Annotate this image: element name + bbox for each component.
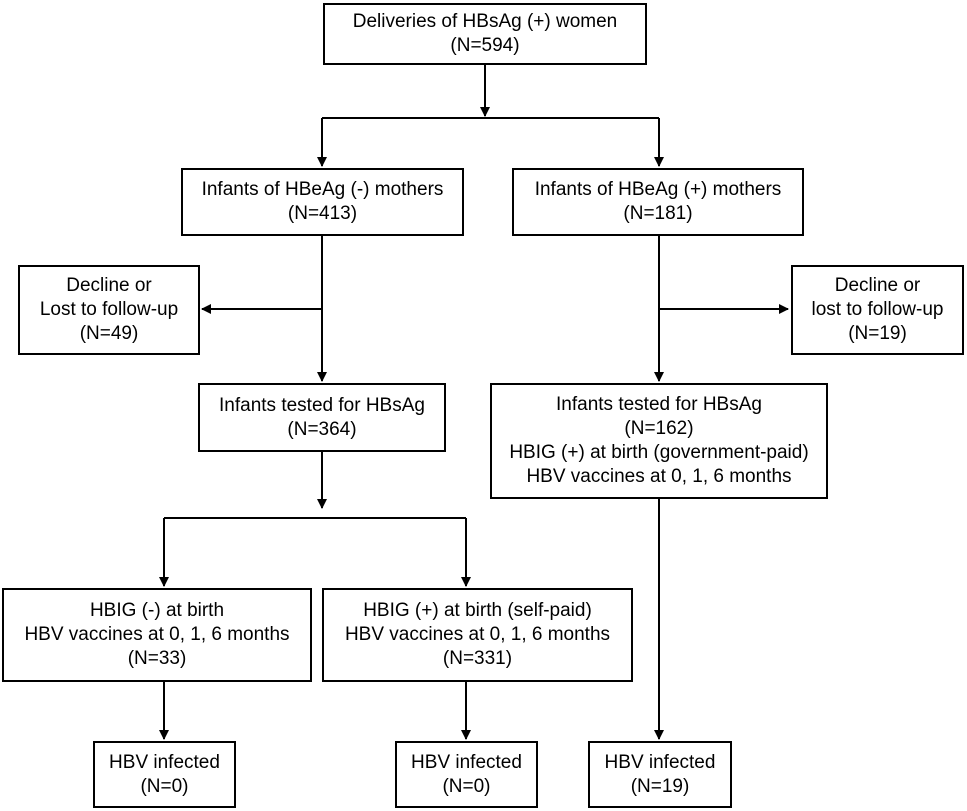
box-text-line: Deliveries of HBsAg (+) women xyxy=(352,11,618,32)
box-text-line: Infants tested for HBsAg xyxy=(219,394,425,416)
box-hbv-infected-1: HBV infected(N=0) xyxy=(93,741,236,808)
box-text-line: HBIG (-) at birth xyxy=(89,600,225,621)
box-text-line: (N=331) xyxy=(442,648,513,669)
box-infants-heag-positive: Infants of HBeAg (+) mothers (N=181) xyxy=(512,168,804,236)
box-lost-follow-up-left: Decline or Lost to follow-up (N=49) xyxy=(18,265,200,355)
box-text-line: HBV infected xyxy=(604,751,716,773)
box-infants-tested-right: Infants tested for HBsAg (N=162) HBIG (+) … xyxy=(490,383,828,499)
box-text-line: (N=181) xyxy=(623,203,693,224)
box-text-line: HBV infected xyxy=(109,751,220,773)
box-text-line: (N=19) xyxy=(630,775,690,797)
box-text-line: Infants of HBeAg (+) mothers xyxy=(534,179,782,200)
box-text-line: (N=0) xyxy=(140,775,189,797)
box-text-line: (N=162) xyxy=(624,418,694,439)
box-text-line: (N=364) xyxy=(287,418,357,440)
box-text-line: HBIG (+) at birth (self-paid) xyxy=(363,600,592,621)
box-text-line: HBV vaccines at 0, 1, 6 months xyxy=(24,624,290,645)
box-text-line: Lost to follow-up xyxy=(39,299,179,320)
box-hbv-infected-3: HBV infected(N=19) xyxy=(588,741,732,808)
box-lost-follow-up-right: Decline or lost to follow-up (N=19) xyxy=(791,265,964,355)
box-text-line: (N=594) xyxy=(450,35,520,56)
box-text-line: (N=413) xyxy=(287,203,358,224)
box-text-line: (N=49) xyxy=(79,323,139,344)
box-infants-heag-negative: Infants of HBeAg (-) mothers (N=413) xyxy=(181,168,464,236)
box-text-line: lost to follow-up xyxy=(811,299,944,320)
box-text-line: HBV vaccines at 0, 1, 6 months xyxy=(526,466,792,487)
box-text-line: HBV infected xyxy=(411,751,522,773)
box-deliveries: Deliveries of HBsAg (+) women (N=594) xyxy=(323,3,647,65)
box-text-line: Infants tested for HBsAg xyxy=(556,394,762,415)
box-text-line: Decline or xyxy=(834,275,921,296)
box-infants-tested-left: Infants tested for HBsAg(N=364) xyxy=(198,383,446,452)
box-text-line: HBV vaccines at 0, 1, 6 months xyxy=(344,624,611,645)
box-text-line: Infants of HBeAg (-) mothers xyxy=(201,179,444,200)
box-text-line: (N=0) xyxy=(442,775,491,797)
box-text-line: (N=19) xyxy=(848,323,907,344)
box-text-line: Decline or xyxy=(66,275,152,296)
box-hbig-positive-self-paid: HBIG (+) at birth (self-paid) HBV vaccine… xyxy=(322,588,633,682)
box-text-line: (N=33) xyxy=(127,648,187,669)
box-text-line: HBIG (+) at birth (government-paid) xyxy=(509,442,809,463)
box-hbv-infected-2: HBV infected(N=0) xyxy=(395,741,538,808)
